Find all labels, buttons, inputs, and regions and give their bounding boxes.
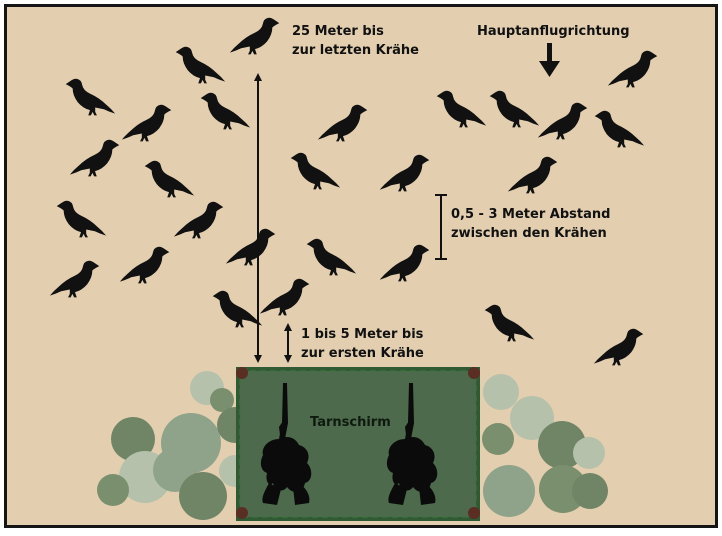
bushes-right — [482, 374, 608, 517]
spacing-bracket — [435, 194, 447, 260]
crow-icon — [69, 139, 120, 177]
crow-icon — [507, 156, 558, 194]
crow-icon — [200, 92, 251, 130]
distance-last-crow-label: 25 Meter bis zur letzten Krähe — [292, 24, 419, 58]
decoy-scene — [49, 17, 658, 521]
crow-icon — [173, 201, 224, 239]
crow-icon — [484, 304, 535, 342]
crow-icon — [49, 260, 100, 298]
crow-icon — [212, 290, 263, 328]
measurement-lines — [254, 73, 447, 363]
crow-spacing-label: 0,5 - 3 Meter Abstand zwischen den Krähe… — [451, 207, 611, 241]
crow-icon — [56, 200, 107, 238]
crow-icon — [225, 228, 276, 266]
crow-flock — [49, 17, 658, 366]
crow-icon — [379, 154, 430, 192]
crow-icon — [306, 238, 357, 276]
crow-icon — [593, 328, 644, 366]
arrow-down-icon — [539, 43, 560, 77]
approach-direction-label: Hauptanflugrichtung — [477, 24, 630, 39]
crow-icon — [121, 104, 172, 142]
bushes-left — [97, 371, 253, 520]
crow-icon — [489, 90, 540, 128]
crow-icon — [175, 46, 226, 84]
crow-icon — [379, 244, 430, 282]
crow-icon — [259, 278, 310, 316]
decoy-setup-diagram: 25 Meter bis zur letzten Krähe Hauptanfl… — [4, 4, 718, 528]
crow-icon — [65, 78, 116, 116]
blind-label: Tarnschirm — [310, 415, 391, 430]
crow-icon — [290, 152, 341, 190]
crow-icon — [594, 110, 645, 148]
crow-icon — [229, 17, 280, 55]
crow-icon — [436, 90, 487, 128]
blind-screen — [236, 367, 480, 521]
crow-icon — [144, 160, 195, 198]
crow-icon — [537, 102, 588, 140]
crow-icon — [317, 104, 368, 142]
distance-first-crow-label: 1 bis 5 Meter bis zur ersten Krähe — [301, 327, 424, 361]
crow-icon — [607, 50, 658, 88]
crow-icon — [119, 246, 170, 284]
